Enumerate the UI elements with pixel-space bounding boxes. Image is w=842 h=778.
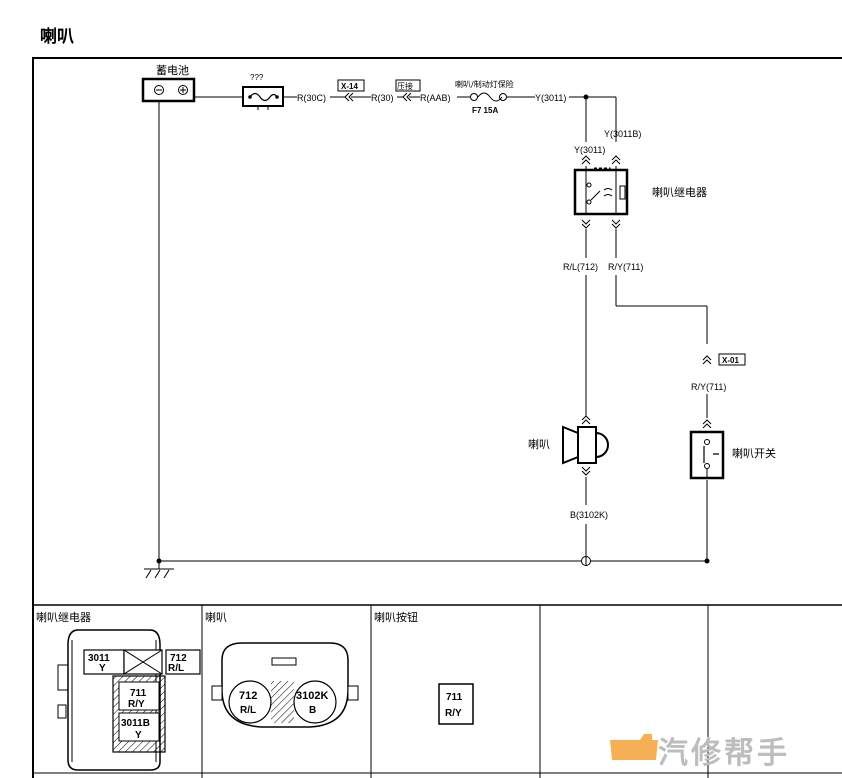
- connector-yajie: 压接: [395, 79, 421, 102]
- relay-connector-face: [57, 629, 166, 771]
- horn-label: 喇叭: [528, 437, 550, 451]
- wire-label-ry711: R/Y(711): [608, 262, 643, 272]
- junction-dot: [156, 558, 162, 564]
- switch-icon: [703, 446, 719, 463]
- button-pin-711-color: R/Y: [445, 708, 462, 719]
- fuse-f7-title: 喇叭/制动灯保险: [455, 79, 514, 89]
- horn-relay-label: 喇叭继电器: [652, 185, 707, 199]
- junction-dot: [583, 94, 589, 100]
- fuse-icon: [249, 92, 278, 102]
- connector-x01: X-01: [702, 353, 746, 366]
- wire-label-r30: R(30): [371, 93, 394, 103]
- wire-label-b3102k: B(3102K): [570, 510, 608, 520]
- ground-icon: [144, 561, 174, 579]
- connector-x01-label: X-01: [722, 356, 739, 365]
- horn-switch-label: 喇叭开关: [732, 446, 776, 460]
- wire-label-ry711-low: R/Y(711): [691, 382, 726, 392]
- horn-switch: 喇叭开关: [689, 419, 776, 480]
- relay-pin-3011b: 3011B: [121, 718, 150, 729]
- horn-relay: Y(3011B) Y(3011) 喇叭继电器: [573, 129, 707, 229]
- horn-pin-712: 712: [239, 690, 257, 702]
- table-header-horn: 喇叭: [205, 610, 227, 624]
- horn-pin-712-color: R/L: [240, 705, 256, 716]
- battery-negative-icon: [154, 85, 164, 95]
- horn-pin-3102k: 3102K: [296, 690, 328, 702]
- fuse-f7-rating: F7 15A: [472, 106, 498, 115]
- relay-pin-712: 712: [170, 653, 187, 664]
- fuse-icon: [477, 92, 503, 102]
- battery: 蓄电池: [141, 64, 196, 103]
- wire-label-raab: R(AAB): [420, 93, 451, 103]
- relay-pin-3011-color: Y: [99, 663, 106, 674]
- main-fuse: ???: [242, 73, 284, 110]
- wire-label-rl712: R/L(712): [563, 262, 598, 272]
- horn: 喇叭: [528, 415, 609, 476]
- main-fuse-label: ???: [250, 73, 264, 82]
- connector-x14: X-14: [337, 79, 365, 102]
- wire-label-y3011: Y(3011): [574, 145, 605, 155]
- connector-chevron-icon: [344, 92, 354, 102]
- battery-positive-icon: [178, 85, 188, 95]
- connector-chevron-icon: [581, 219, 621, 229]
- frame-lines: [32, 57, 842, 778]
- fuse-f7: 喇叭/制动灯保险 F7 15A: [455, 79, 514, 115]
- connector-chevron-icon: [702, 419, 712, 429]
- relay-pin-712-color: R/L: [168, 663, 184, 674]
- horn-connector-face: [211, 642, 359, 728]
- connector-x14-label: X-14: [341, 82, 358, 91]
- watermark-logo-icon: [610, 734, 658, 760]
- connector-chevron-icon: [402, 92, 412, 102]
- connector-chevron-icon: [581, 155, 621, 165]
- wire-label-y3011-top: Y(3011): [535, 93, 566, 103]
- relay-pin-711: 711: [130, 688, 147, 699]
- connector-chevron-icon: [581, 415, 591, 425]
- relay-pin-3011b-color: Y: [135, 730, 142, 741]
- connector-chevron-icon: [581, 466, 591, 476]
- relay-coil-icon: [619, 185, 626, 200]
- relay-pin-711-color: R/Y: [128, 699, 145, 710]
- horn-icon: [562, 425, 579, 465]
- table-header-button: 喇叭按钮: [374, 610, 418, 624]
- watermark-text: 汽修帮手: [658, 736, 790, 771]
- table-header-relay: 喇叭继电器: [36, 610, 91, 624]
- horn-pin-3102k-color: B: [309, 705, 316, 716]
- frame-border: [33, 57, 842, 59]
- relay-pin-3011: 3011: [88, 653, 110, 664]
- connector-yajie-label: 压接: [397, 81, 413, 91]
- junction-dot: [704, 558, 710, 564]
- connector-chevron-icon: [702, 355, 712, 365]
- wire-label-y3011b: Y(3011B): [604, 129, 641, 139]
- button-pin-711: 711: [446, 692, 463, 703]
- wire-label-r30c: R(30C): [297, 93, 326, 103]
- battery-label: 蓄电池: [156, 64, 189, 77]
- wires: [158, 96, 708, 562]
- page-title: 喇叭: [40, 27, 74, 47]
- button-connector-face: [438, 683, 474, 725]
